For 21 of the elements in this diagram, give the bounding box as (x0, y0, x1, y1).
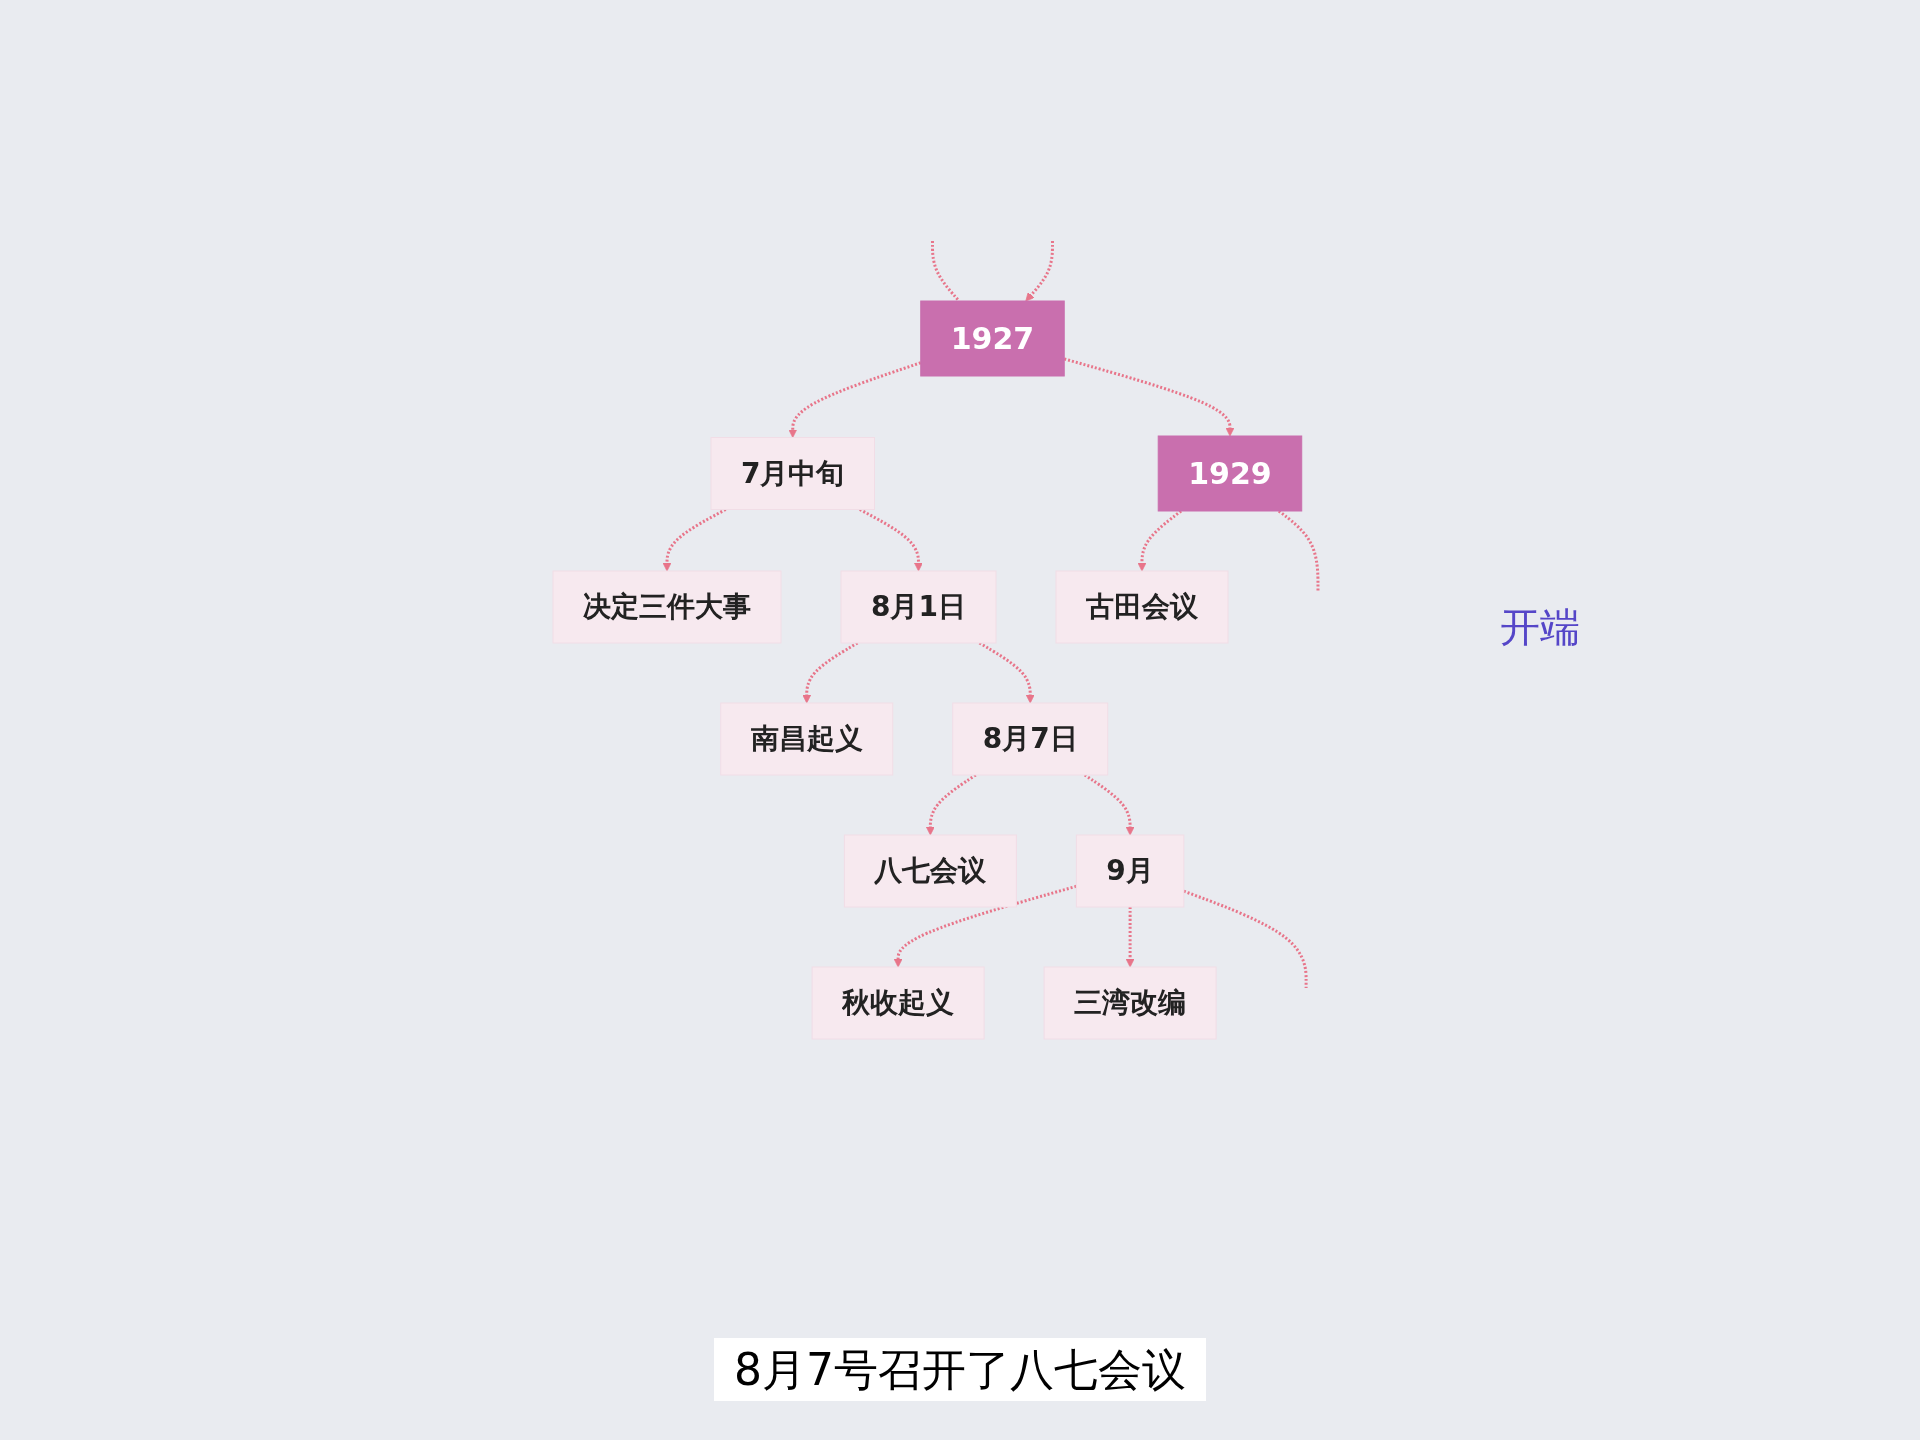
node-box: 7月中旬 (710, 437, 875, 510)
node-box: 8月1日 (840, 570, 996, 644)
connector (930, 241, 960, 302)
handwritten-note: 开端 (1500, 603, 1580, 652)
node-box: 秋收起义 (811, 966, 985, 1040)
node-box: 古田会议 (1055, 570, 1228, 644)
node-box: 三湾改编 (1043, 966, 1217, 1040)
node-box: 决定三件大事 (552, 570, 781, 644)
connector (1182, 889, 1308, 988)
node-box: 8月7日 (951, 702, 1108, 776)
arrow (662, 508, 726, 572)
arrow (858, 508, 923, 572)
node-box: 9月 (1075, 834, 1184, 908)
node-box: 1927 (919, 300, 1065, 377)
arrow (1024, 241, 1054, 302)
node-box: 八七会议 (843, 834, 1017, 908)
node-box: 1929 (1157, 435, 1302, 512)
arrow (787, 361, 921, 438)
subtitle-caption: 8月7号召开了八七会议 (714, 1338, 1206, 1401)
arrow (1063, 357, 1234, 437)
node-box: 南昌起义 (719, 702, 893, 776)
